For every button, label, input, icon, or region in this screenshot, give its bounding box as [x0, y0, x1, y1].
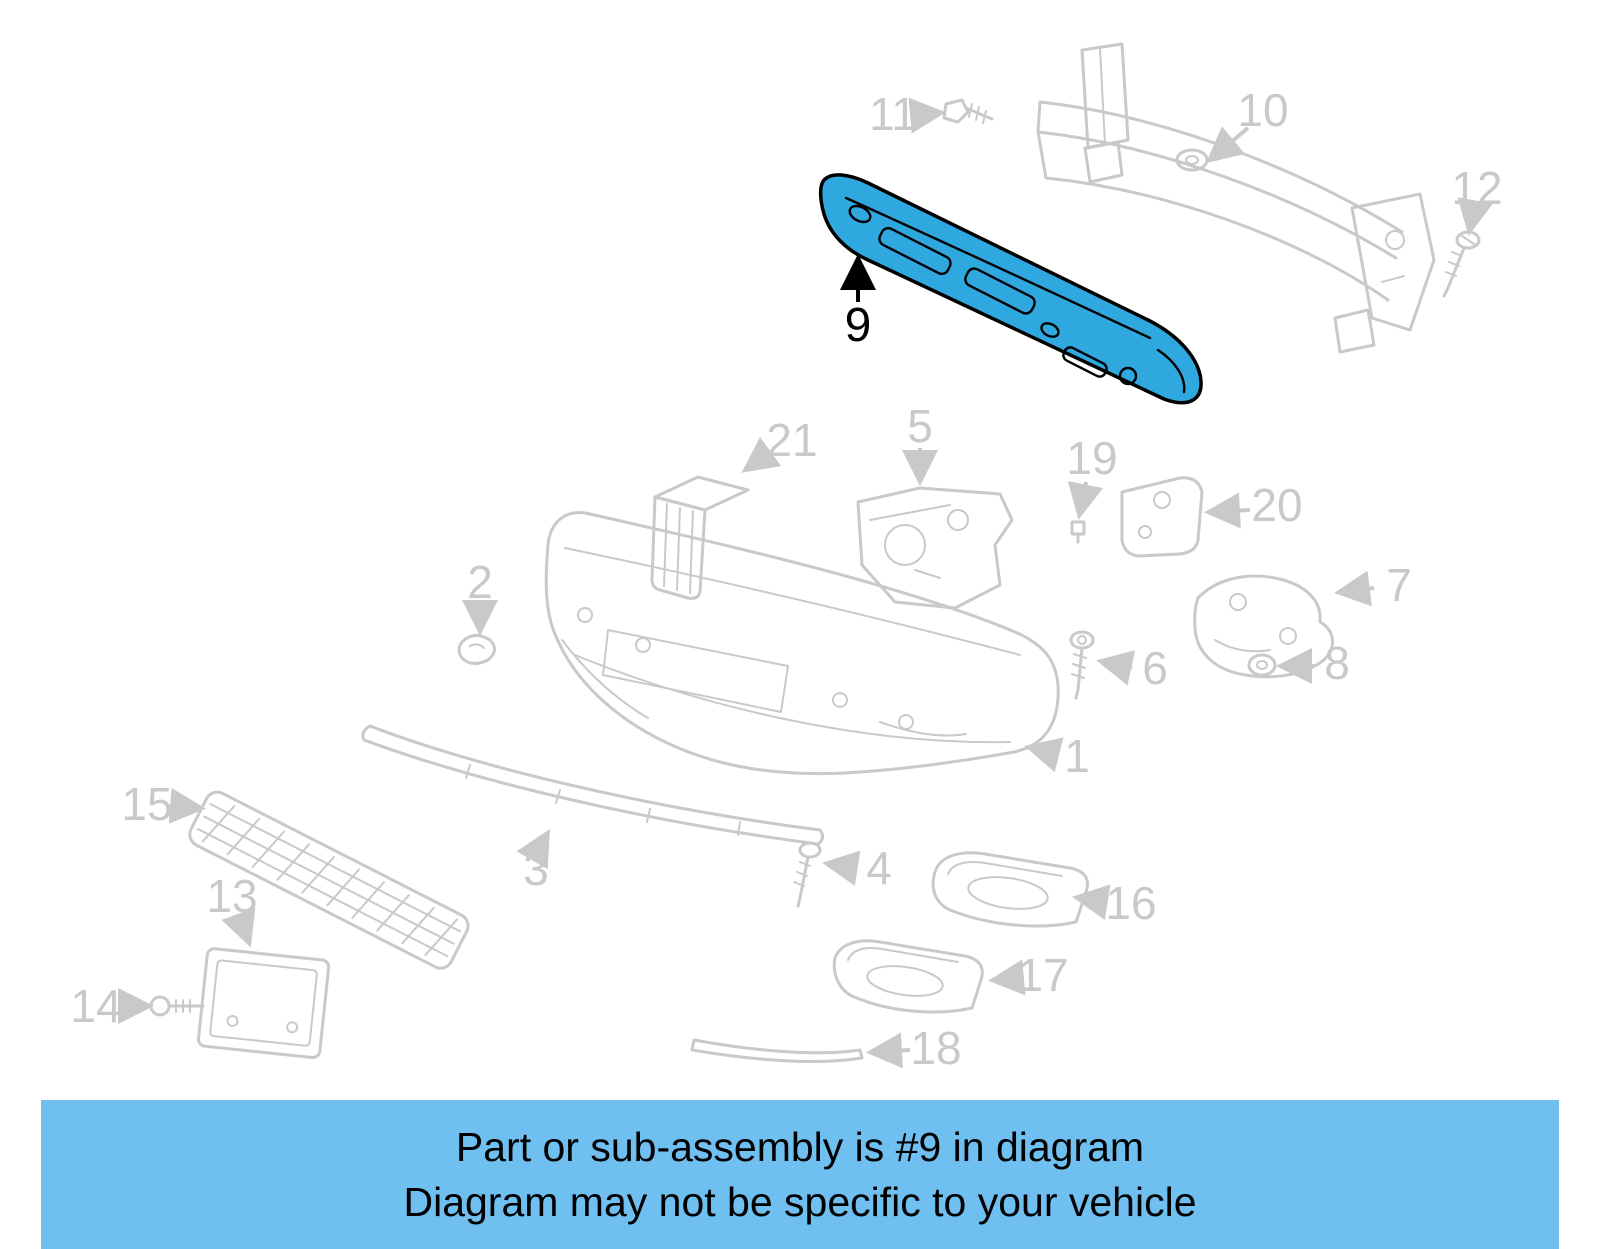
part-17-fog-bezel — [832, 939, 984, 1014]
part-16-fog-bezel — [931, 851, 1089, 928]
callout-label-3: 3 — [523, 843, 549, 895]
part-12-screw — [1442, 230, 1481, 298]
callout-arrow-13 — [221, 907, 256, 948]
callout-label-9: 9 — [845, 299, 872, 352]
callout-arrow-20 — [1204, 492, 1251, 529]
part-11-bolt — [942, 98, 994, 124]
callout-arrow-12 — [1457, 197, 1493, 236]
callout-arrow-11 — [908, 97, 946, 134]
callout-label-1: 1 — [1064, 730, 1090, 782]
callout-label-19: 19 — [1066, 432, 1117, 484]
callout-arrow-18 — [866, 1032, 911, 1069]
callout-label-20: 20 — [1251, 479, 1302, 531]
callout-arrow-16 — [1072, 884, 1111, 921]
callout-label-10: 10 — [1237, 84, 1288, 136]
part-2-clip — [457, 634, 496, 665]
banner-line-2: Diagram may not be specific to your vehi… — [403, 1178, 1197, 1225]
callout-label-12: 12 — [1451, 162, 1502, 214]
part-7-side-bracket — [1193, 574, 1334, 679]
callout-label-11: 11 — [869, 88, 917, 140]
callout-label-5: 5 — [907, 400, 933, 452]
callout-label-14: 14 — [70, 980, 121, 1032]
part-14-bolt — [149, 995, 205, 1017]
callout-label-13: 13 — [206, 870, 257, 922]
part-18-trim-strip — [690, 1038, 864, 1063]
part-4-screw — [793, 841, 822, 908]
callout-label-21: 21 — [766, 414, 817, 466]
part-3-lower-spoiler — [361, 724, 825, 846]
callout-label-8: 8 — [1324, 637, 1350, 689]
callout-arrow-4 — [822, 850, 861, 887]
callout-label-6: 6 — [1142, 642, 1168, 694]
callout-arrow-21 — [741, 436, 782, 473]
part-6-screw — [1069, 630, 1095, 700]
part-10-impact-bar — [1036, 42, 1436, 354]
callout-label-7: 7 — [1386, 559, 1412, 611]
callout-arrow-10 — [1205, 126, 1250, 164]
banner-line-1: Part or sub-assembly is #9 in diagram — [455, 1124, 1145, 1171]
callout-arrow-7 — [1334, 570, 1375, 607]
part-13-license-bracket — [196, 947, 331, 1060]
part-8-grommet — [1247, 653, 1277, 677]
callout-label-16: 16 — [1105, 877, 1156, 929]
callout-arrow-6 — [1096, 650, 1136, 686]
part-5-bracket-plate — [856, 486, 1014, 610]
part-19-bracket — [1070, 476, 1204, 558]
callout-arrow-19 — [1067, 481, 1104, 520]
callout-arrow-17 — [988, 959, 1026, 996]
part-21-sensor-module — [650, 475, 750, 600]
callout-label-2: 2 — [467, 556, 493, 608]
callout-label-18: 18 — [910, 1022, 961, 1074]
callout-label-15: 15 — [121, 778, 172, 830]
exploded-parts-diagram: 11 10 12 9 21 5 19 20 2 7 6 8 1 15 3 4 1… — [70, 42, 1503, 1074]
callout-arrow-1 — [1024, 737, 1064, 773]
callout-arrow-3 — [516, 829, 550, 870]
note-banner: Part or sub-assembly is #9 in diagram Di… — [41, 1100, 1559, 1249]
part-9-impact-absorber-highlighted — [818, 173, 1203, 405]
callout-arrow-15 — [168, 787, 206, 824]
callout-label-17: 17 — [1017, 949, 1068, 1001]
callout-label-4: 4 — [866, 842, 892, 894]
part-1-bumper-cover — [544, 511, 1060, 776]
